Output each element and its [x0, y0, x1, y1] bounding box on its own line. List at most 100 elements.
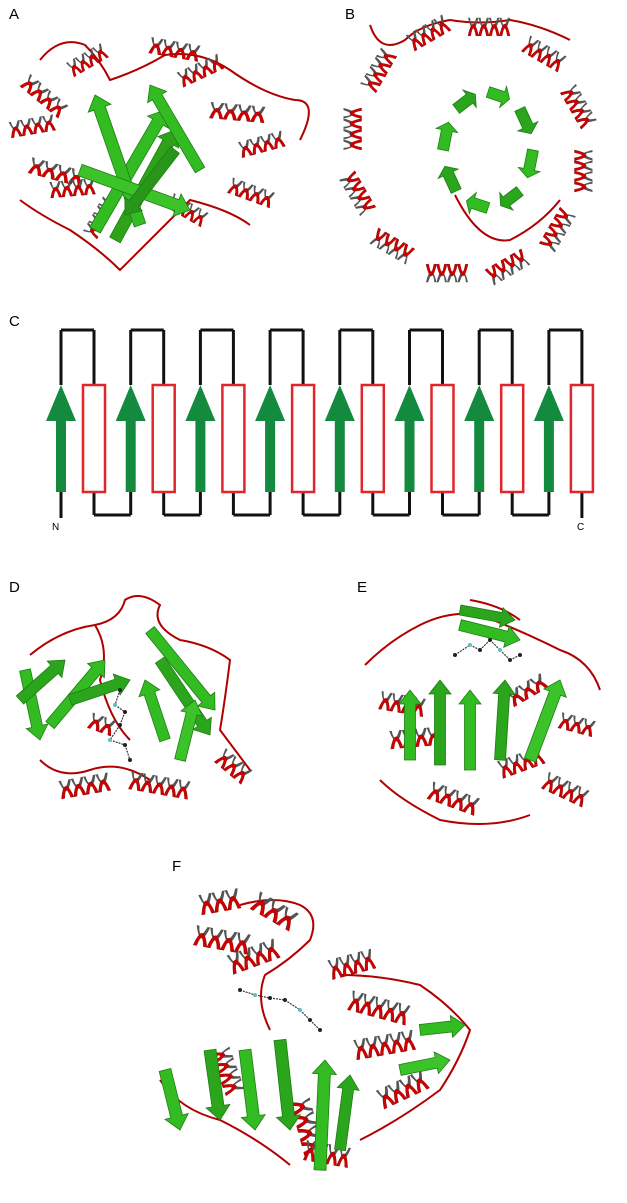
topology-strand	[464, 385, 495, 492]
alpha-helix	[27, 157, 86, 188]
helix-turn-front	[249, 900, 265, 917]
helix-turn-front	[394, 238, 406, 252]
helix-turn-front	[192, 933, 208, 948]
helix-turn-front	[98, 50, 109, 63]
helix-turn-front	[390, 736, 404, 750]
helix-turn-front	[182, 75, 194, 88]
helix-turn-front	[520, 43, 533, 57]
helix-turn-front	[343, 962, 355, 978]
ligand-bond	[119, 711, 126, 726]
helix-turn-front	[297, 1128, 312, 1143]
strand-arrow	[428, 679, 452, 766]
alpha-helix	[574, 149, 593, 193]
coil-loop	[39, 759, 151, 781]
helix-turn-front	[61, 185, 74, 198]
beta-strand	[465, 191, 491, 215]
ligand-atom	[498, 648, 502, 652]
helix-turn-front	[415, 734, 429, 748]
ligand-atom	[268, 996, 272, 1000]
helix-turn-front	[72, 184, 85, 197]
helix-turn-front	[349, 128, 362, 140]
beta-strand	[238, 1048, 266, 1131]
strand-arrow	[398, 1051, 451, 1076]
helix-turn-front	[349, 118, 362, 130]
c-terminus-label: C	[577, 522, 585, 533]
topology-strand	[185, 385, 216, 492]
helix-turn-front	[175, 786, 188, 800]
panel-label-a: A	[9, 6, 20, 23]
alpha-helix	[49, 178, 96, 199]
topology-strand	[115, 385, 146, 492]
helix-turn-back	[581, 171, 593, 182]
panel-label-c: C	[9, 313, 20, 330]
helix-turn-back	[581, 160, 593, 171]
strand-arrow	[437, 165, 462, 194]
helix-turn-front	[250, 111, 265, 123]
ligand-atom	[123, 710, 127, 714]
helix-turn-front	[378, 698, 390, 712]
alpha-helix	[538, 206, 576, 253]
beta-strand	[517, 148, 542, 179]
helix-turn-front	[513, 761, 525, 775]
ligand-bond	[299, 1009, 311, 1021]
beta-strand	[452, 89, 477, 114]
helix-turn-front	[446, 264, 458, 277]
strand-arrow	[147, 84, 206, 174]
helix-turn-back	[447, 271, 458, 283]
alpha-helix	[249, 891, 299, 932]
beta-strand	[124, 146, 180, 216]
helix-turn-front	[358, 1001, 371, 1017]
helix-turn-front	[98, 723, 112, 737]
helix-turn-front	[89, 55, 101, 68]
alpha-helix	[559, 83, 597, 130]
helix-turn-front	[540, 779, 553, 794]
helix-turn-front	[574, 170, 587, 182]
helix-turn-front	[192, 70, 205, 83]
strand-arrow	[203, 1048, 231, 1121]
helix-turn-front	[201, 900, 216, 916]
helix-turn-front	[523, 757, 536, 772]
helix-turn-front	[267, 947, 281, 962]
helix-turn-front	[416, 1078, 430, 1094]
strand-arrow	[398, 689, 422, 761]
strand-arrow	[499, 186, 524, 211]
alpha-helix	[209, 102, 266, 123]
helix-turn-front	[244, 955, 258, 971]
strand-arrow	[434, 121, 459, 152]
helix-turn-front	[511, 248, 524, 262]
helix-turn-front	[403, 1037, 417, 1052]
helix-turn-front	[381, 1007, 394, 1023]
ligand-atom	[253, 993, 257, 997]
strand-arrow	[238, 1048, 266, 1131]
strand-arrow	[67, 673, 131, 706]
helix-turn-front	[373, 72, 387, 85]
beta-strand	[458, 604, 516, 629]
helix-turn-front	[139, 780, 153, 794]
helix-turn-back	[581, 150, 593, 161]
helix-turn-front	[231, 771, 245, 785]
helix-turn-front	[551, 784, 563, 798]
strand-arrow	[458, 604, 516, 629]
helix-turn-front	[248, 192, 260, 205]
beta-strand	[398, 689, 422, 761]
alpha-helix	[8, 114, 56, 139]
helix-turn-front	[86, 719, 100, 733]
ligand-bond	[309, 1019, 321, 1031]
beta-strand	[77, 163, 191, 218]
strand-arrow	[273, 1038, 302, 1131]
ligand-atom	[318, 1028, 322, 1032]
alpha-helix	[506, 673, 549, 708]
helix-turn-front	[357, 188, 371, 201]
helix-turn-back	[468, 17, 479, 29]
ligand-atom	[118, 723, 122, 727]
helix-turn-front	[493, 259, 506, 273]
helix-turn-front	[403, 243, 416, 257]
strand-arrow	[158, 1068, 189, 1131]
helix-turn-front	[548, 59, 560, 73]
coil-loop	[19, 198, 251, 272]
beta-strand	[311, 1059, 338, 1171]
alpha-helix	[375, 1069, 430, 1110]
alpha-helix	[198, 888, 242, 916]
beta-strand	[485, 85, 511, 109]
beta-strand	[67, 673, 131, 706]
